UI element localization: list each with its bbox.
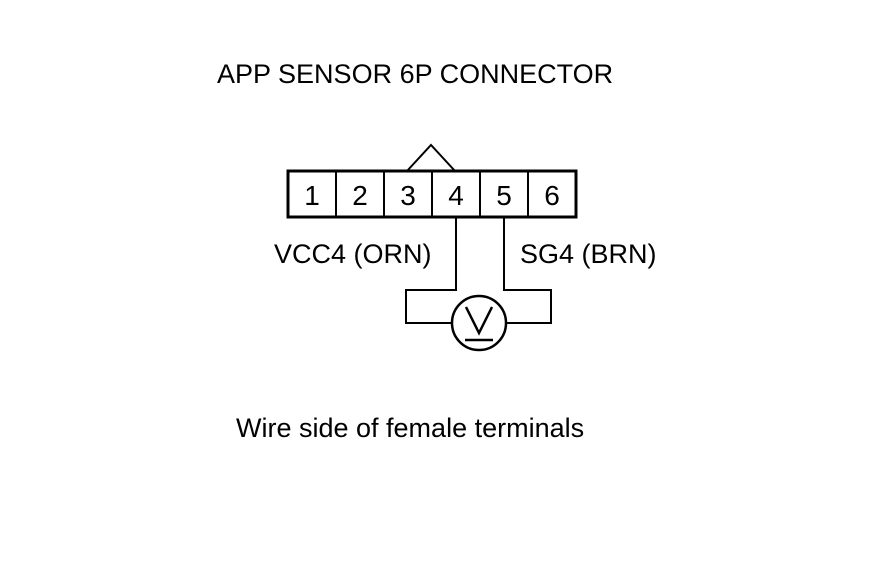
connector-lock-tab [406,143,456,172]
pin-2: 2 [352,180,368,211]
wire-pin-4 [405,217,457,324]
diagram-caption: Wire side of female terminals [236,413,585,443]
pin-1: 1 [304,180,320,211]
pin-6: 6 [544,180,560,211]
wire-label-vcc4: VCC4 (ORN) [274,239,432,269]
diagram-title: APP SENSOR 6P CONNECTOR [217,59,614,89]
voltmeter-icon [450,294,508,352]
wire-pin-5 [503,217,552,324]
pin-5: 5 [496,180,512,211]
wire-label-sg4: SG4 (BRN) [520,239,657,269]
pin-4: 4 [448,180,464,211]
connector-body [286,169,578,219]
pin-3: 3 [400,180,416,211]
